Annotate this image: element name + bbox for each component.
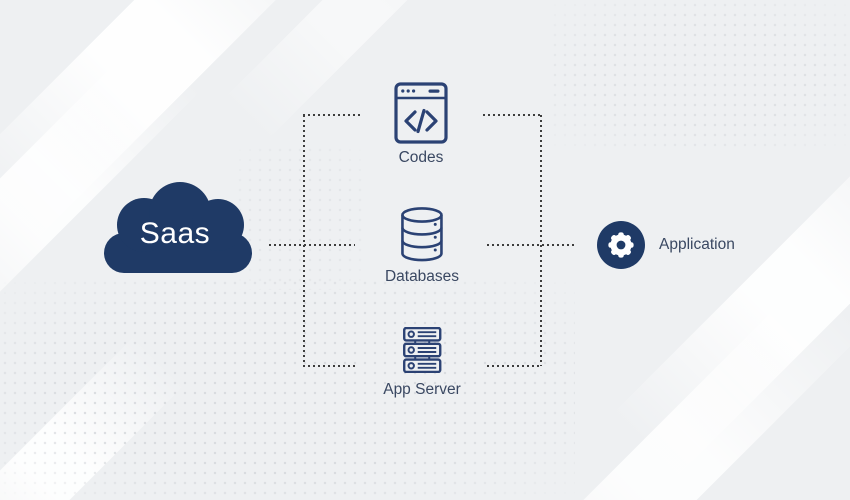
codes-node: Codes — [394, 82, 448, 167]
app-server-node: App Server — [383, 327, 461, 399]
gear-icon — [597, 221, 645, 269]
codes-label: Codes — [398, 149, 444, 166]
saas-cloud-node: Saas — [104, 181, 252, 273]
database-icon — [401, 207, 443, 262]
cloud-label: Saas — [139, 217, 211, 250]
bg-dot-pattern — [550, 0, 850, 150]
bg-stripe — [0, 334, 186, 500]
code-window-icon — [394, 82, 448, 144]
application-node: Application — [597, 221, 735, 269]
connector-appserver-right — [487, 365, 542, 367]
bg-stripe — [472, 272, 850, 500]
server-rack-icon — [402, 327, 442, 373]
cloud-icon — [104, 182, 252, 273]
bg-dot-pattern — [235, 145, 365, 290]
databases-node: Databases — [385, 206, 459, 286]
bg-dot-pattern — [0, 278, 575, 500]
connector-left-vertical — [303, 115, 305, 366]
connector-codes-left — [303, 114, 361, 116]
connector-right-vertical — [540, 115, 542, 366]
bg-stripe — [611, 111, 850, 479]
connector-cloud-to-databases — [269, 244, 355, 246]
connector-databases-to-application — [487, 244, 574, 246]
connector-appserver-left — [303, 365, 358, 367]
application-label: Application — [659, 236, 735, 253]
connector-codes-right — [483, 114, 540, 116]
databases-label: Databases — [384, 268, 460, 285]
app-server-label: App Server — [383, 381, 461, 398]
